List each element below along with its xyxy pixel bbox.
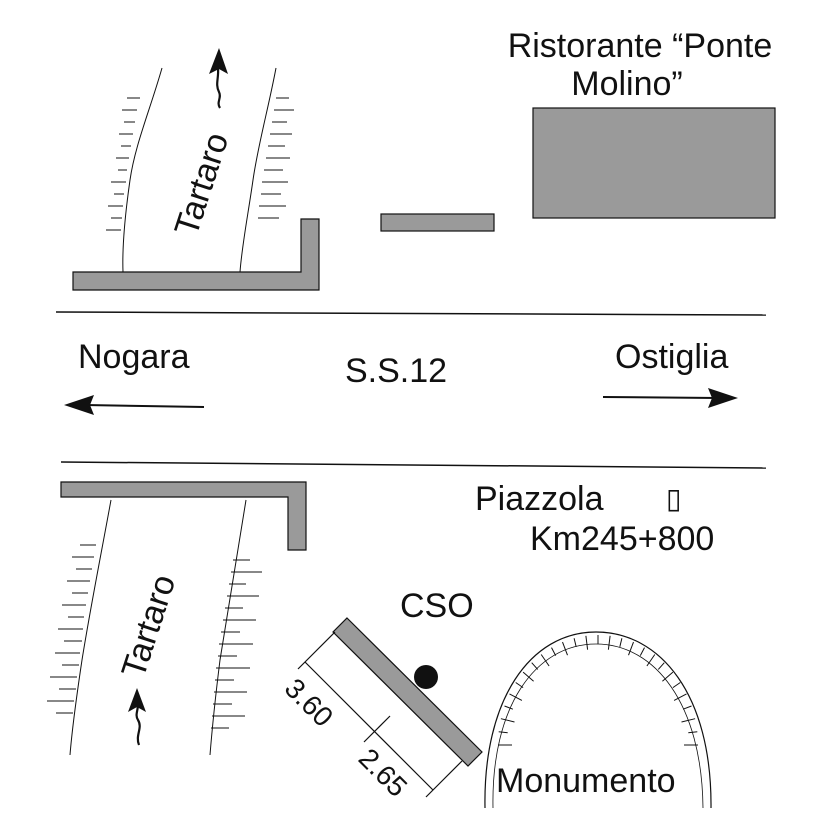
monument-hatch-tick (646, 654, 656, 667)
arrow-east (602, 388, 738, 408)
river-north-label: Tartaro (167, 128, 236, 240)
monument-hatch-tick (498, 731, 508, 734)
river-south-west-hatch (47, 544, 96, 714)
nogara-label: Nogara (78, 338, 190, 376)
flow-arrow-south (128, 688, 146, 746)
monument-hatch-tick (562, 641, 568, 656)
road-label: S.S.12 (345, 352, 447, 390)
monument-hatch-tick (688, 731, 698, 734)
restaurant-building (532, 107, 776, 219)
monument-hatch-tick (607, 635, 611, 650)
monument-hatch-tick (500, 718, 515, 723)
monument-hatch-tick (657, 662, 665, 670)
monument-outline (484, 631, 712, 809)
monument-hatch-tick (672, 682, 681, 689)
km-marker-label: Km245+800 (530, 520, 714, 558)
bridge-north (72, 218, 320, 291)
small-building (380, 213, 495, 232)
river-south-east-bank (209, 499, 247, 756)
river-south-east-hatch (211, 559, 262, 729)
river-south-label: Tartaro (114, 570, 183, 682)
river-north-east-hatch (258, 97, 294, 219)
cso-structure (332, 617, 483, 767)
bridge-south (60, 481, 307, 551)
monument-hatch-tick (628, 641, 634, 656)
dimension-line (297, 631, 463, 798)
monument-hatch-tick (509, 693, 523, 701)
monument-hatch-tick (504, 705, 514, 710)
monument-hatch-tick (515, 682, 524, 689)
monument-label: Monumento (496, 762, 676, 800)
road-edge-south (60, 461, 767, 469)
arrow-west (64, 395, 205, 415)
restaurant-label-line1: Ristorante “Ponte (508, 27, 773, 65)
flow-arrow-north (209, 48, 228, 109)
ostiglia-label: Ostiglia (615, 338, 728, 376)
dimension-label-b: 2.65 (353, 742, 413, 802)
cso-point (414, 665, 438, 689)
dimension-label-a: 3.60 (279, 672, 339, 732)
monument-hatch-tick (682, 705, 692, 710)
river-north-east-bank (239, 67, 277, 273)
river-north-west-bank (122, 67, 163, 273)
cso-label: CSO (400, 587, 474, 625)
river-north (106, 67, 294, 273)
monument-hatch-tick (673, 693, 687, 701)
monument-hatch-tick (639, 647, 645, 656)
river-south (47, 499, 262, 756)
monument-hatch-tick (540, 654, 550, 667)
road-edge-north (55, 311, 767, 316)
river-south-west-bank (69, 499, 112, 756)
monument-hatch-tick (531, 662, 539, 670)
monument-hatch-tick (585, 635, 589, 650)
monument-hatch-tick (522, 671, 534, 682)
monument-hatch-tick (662, 671, 674, 682)
monument-hatch-tick (619, 638, 623, 648)
monument-hatch-tick (551, 647, 557, 656)
piazzola-symbol: ▯ (666, 483, 681, 514)
river-north-west-hatch (106, 97, 140, 231)
monument-hatching (498, 635, 698, 746)
monument-hatch-tick (573, 638, 577, 648)
piazzola-label: Piazzola (475, 480, 604, 518)
restaurant-label-line2: Molino” (571, 65, 682, 103)
monument-hatch-tick (681, 718, 696, 723)
